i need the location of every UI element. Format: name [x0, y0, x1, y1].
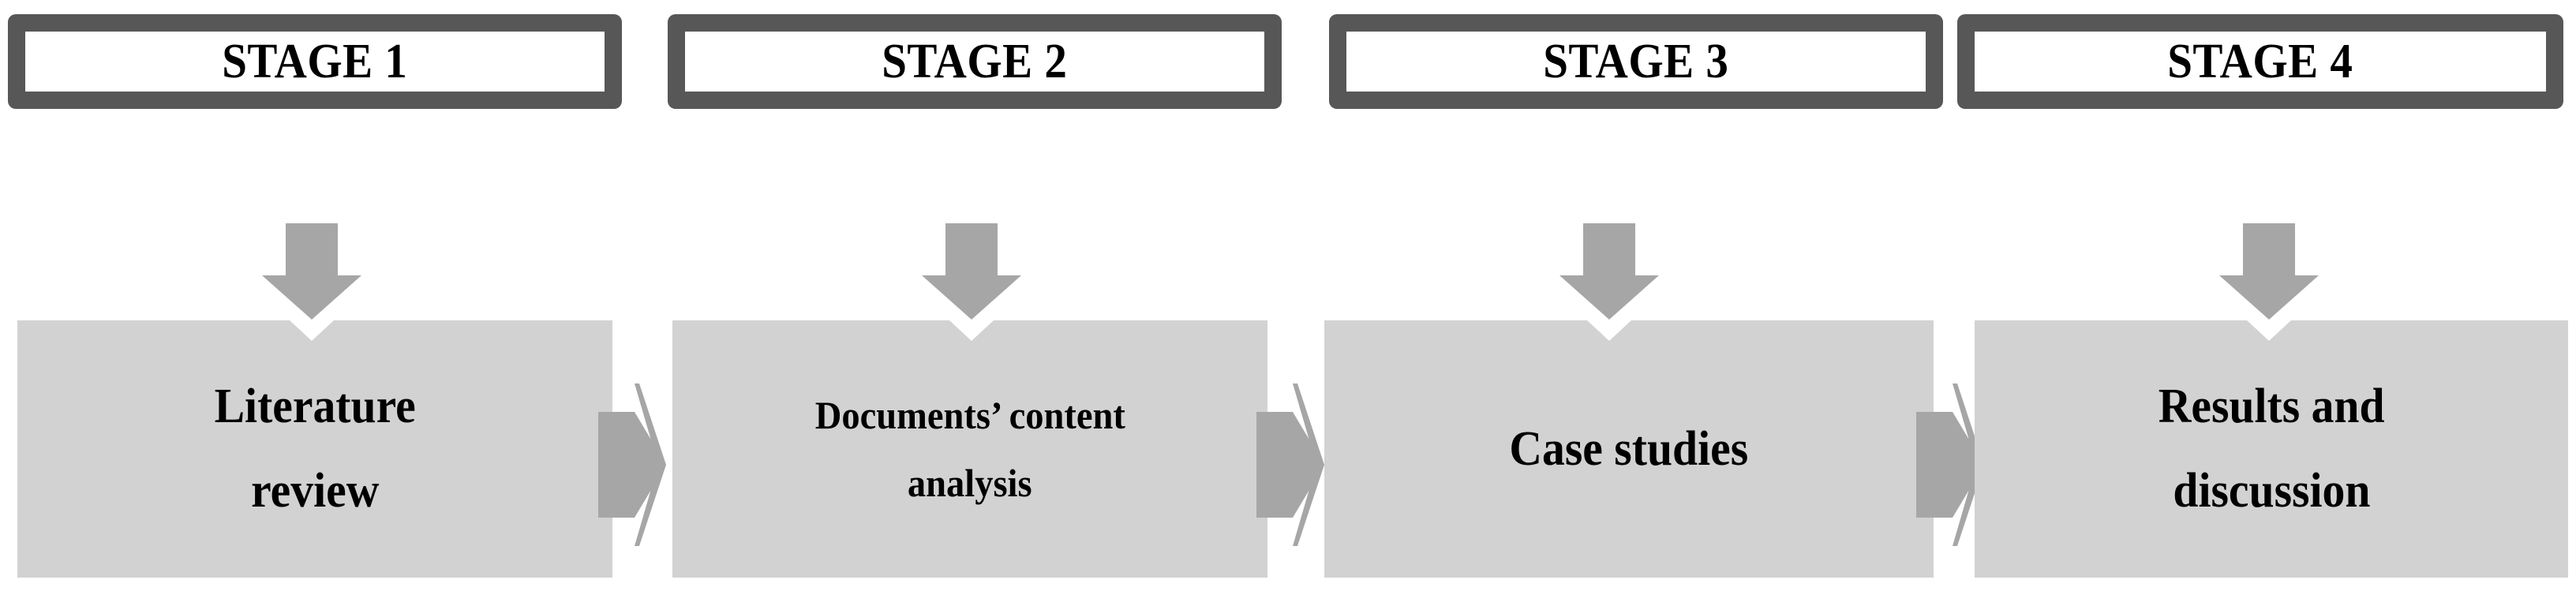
task-line-4-0: Results and [2158, 380, 2385, 434]
stage-box-2[interactable]: STAGE 2 [668, 14, 1282, 109]
task-box-4[interactable]: Results and discussion [1975, 320, 2568, 578]
task-line-1-1: review [250, 464, 380, 518]
down-arrow-4-icon [2219, 223, 2319, 320]
stage-label-3: STAGE 3 [1543, 35, 1729, 88]
stage-label-1: STAGE 1 [222, 35, 408, 88]
arrow-notch-2 [949, 320, 994, 341]
stage-box-4[interactable]: STAGE 4 [1957, 14, 2563, 109]
stage-box-3[interactable]: STAGE 3 [1329, 14, 1943, 109]
stage-label-4: STAGE 4 [2167, 35, 2353, 88]
task-box-3[interactable]: Case studies [1324, 320, 1934, 578]
arrow-notch-1 [290, 320, 334, 341]
task-line-2-1: analysis [908, 461, 1032, 505]
task-line-4-1: discussion [2173, 464, 2370, 518]
arrow-notch-3 [1587, 320, 1631, 341]
stage-label-2: STAGE 2 [882, 35, 1068, 88]
stage-box-1[interactable]: STAGE 1 [8, 14, 622, 109]
down-arrow-1-icon [262, 223, 361, 320]
arrow-notch-4 [2247, 320, 2291, 341]
chevron-connector-1-icon [598, 383, 666, 546]
task-line-2-0: Documents’ content [814, 393, 1125, 437]
task-line-1-0: Literature [214, 380, 416, 434]
chevron-connector-2-icon [1256, 383, 1324, 546]
task-box-1[interactable]: Literature review [17, 320, 612, 578]
task-line-3-0: Case studies [1509, 422, 1749, 476]
down-arrow-2-icon [922, 223, 1021, 320]
down-arrow-3-icon [1559, 223, 1659, 320]
task-box-2[interactable]: Documents’ content analysis [672, 320, 1267, 578]
